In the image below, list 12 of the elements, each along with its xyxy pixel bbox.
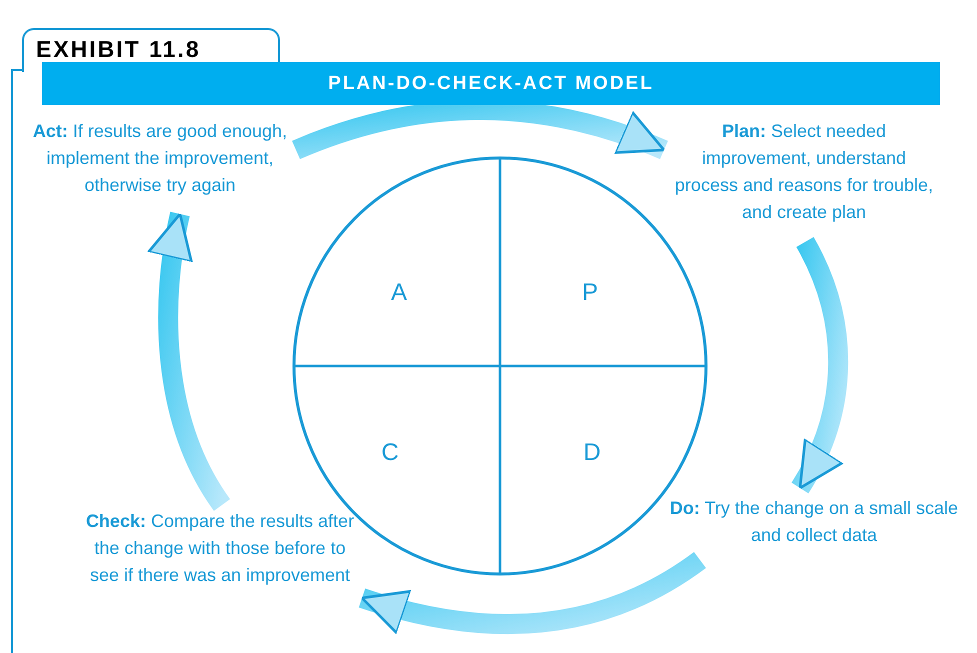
quadrant-letter: P xyxy=(560,276,620,310)
title-banner: PLAN-DO-CHECK-ACT MODEL xyxy=(42,62,940,105)
step-description: Do: Try the change on a small scale and collect data xyxy=(668,495,960,549)
step-description: Act: If results are good enough, implement the improvement, otherwise try again xyxy=(25,118,295,199)
step-description: Check: Compare the results after the change with those before to see if there was an improvement xyxy=(82,508,358,589)
step-description: Plan: Select needed improvement, understand process and reasons for trouble, and create plan xyxy=(668,118,940,226)
quadrant-letter: C xyxy=(360,436,420,470)
quadrant-letter: A xyxy=(369,276,429,310)
curved-arrow xyxy=(359,552,706,634)
curved-arrow xyxy=(148,212,230,510)
curved-arrow xyxy=(791,237,848,494)
quadrant-letter: D xyxy=(562,436,622,470)
